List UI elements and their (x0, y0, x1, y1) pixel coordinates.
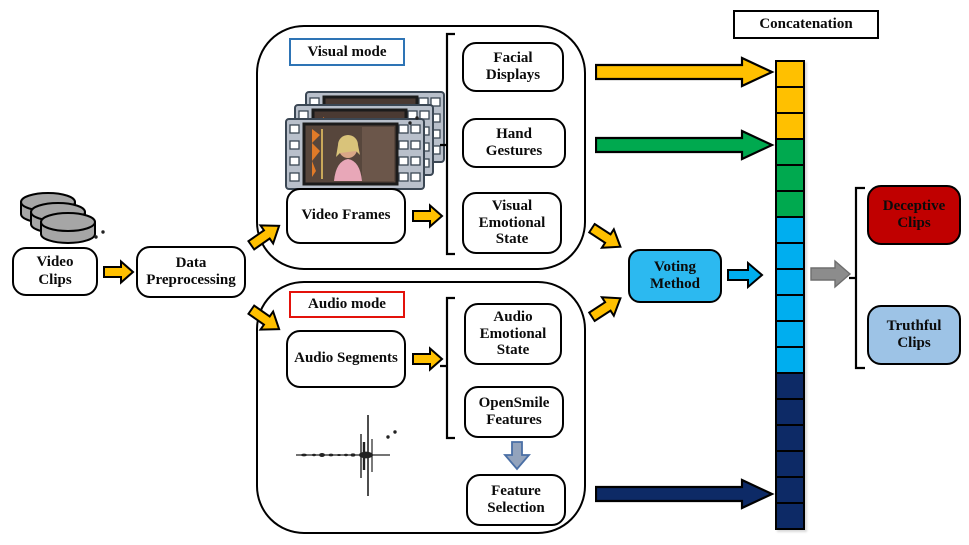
concatenation-column (775, 60, 805, 530)
concat-cell (777, 374, 803, 398)
video-clips-node: Video Clips (12, 247, 98, 296)
video-frames-node: Video Frames (286, 188, 406, 244)
audio-segments-node: Audio Segments (286, 330, 406, 388)
audio-waveform-icon (296, 415, 390, 496)
concat-cell (777, 192, 803, 216)
ellipsis-dots-icon (94, 230, 105, 239)
arrow-selection-to-concat (595, 478, 775, 510)
voting-method-node: Voting Method (628, 249, 722, 303)
arrow-preprocessing-to-visual (246, 224, 281, 251)
concatenation-label: Concatenation (733, 10, 879, 39)
facial-displays-node: Facial Displays (462, 42, 564, 92)
arrow-opensmile-to-selection (503, 441, 531, 471)
database-icon (20, 192, 96, 244)
ellipsis-dots-icon (408, 116, 419, 125)
concat-cell (777, 478, 803, 502)
outputs-bracket (849, 186, 865, 370)
arrow-audio-to-voting (587, 296, 622, 323)
concat-cell (777, 504, 803, 528)
arrow-hand-to-concat (595, 129, 775, 161)
ellipsis-dots-icon (386, 430, 397, 439)
concat-cell (777, 322, 803, 346)
arrow-segments-to-features (412, 346, 444, 372)
arrow-clips-to-preprocessing (103, 259, 135, 285)
concat-cell (777, 88, 803, 112)
visual-features-bracket (440, 32, 455, 256)
data-preprocessing-node: Data Preprocessing (136, 246, 246, 298)
opensmile-features-node: OpenSmile Features (464, 386, 564, 438)
audio-mode-container (256, 281, 586, 534)
arrow-visual-to-voting (587, 222, 622, 249)
concat-cell (777, 296, 803, 320)
visual-mode-container (256, 25, 586, 270)
audio-mode-label: Audio mode (289, 291, 405, 318)
audio-emotional-state-node: Audio Emotional State (464, 303, 562, 365)
arrow-voting-to-concat (727, 260, 764, 290)
concat-cell (777, 426, 803, 450)
visual-mode-label: Visual mode (289, 38, 405, 66)
concat-cell (777, 166, 803, 190)
concat-cell (777, 218, 803, 242)
arrow-concat-to-outputs (810, 259, 852, 289)
film-frames-icon (285, 91, 445, 190)
truthful-clips-node: Truthful Clips (867, 305, 961, 365)
concat-cell (777, 400, 803, 424)
feature-selection-node: Feature Selection (466, 474, 566, 526)
concat-cell (777, 452, 803, 476)
hand-gestures-node: Hand Gestures (462, 118, 566, 168)
audio-features-bracket (440, 296, 455, 440)
concat-cell (777, 270, 803, 294)
arrow-facial-to-concat (595, 56, 775, 88)
arrow-frames-to-features (412, 203, 444, 229)
arrow-preprocessing-to-audio (246, 304, 281, 331)
concat-cell (777, 140, 803, 164)
concat-cell (777, 244, 803, 268)
concat-cell (777, 348, 803, 372)
deceptive-clips-node: Deceptive Clips (867, 185, 961, 245)
concat-cell (777, 62, 803, 86)
visual-emotional-state-node: Visual Emotional State (462, 192, 562, 254)
concat-cell (777, 114, 803, 138)
